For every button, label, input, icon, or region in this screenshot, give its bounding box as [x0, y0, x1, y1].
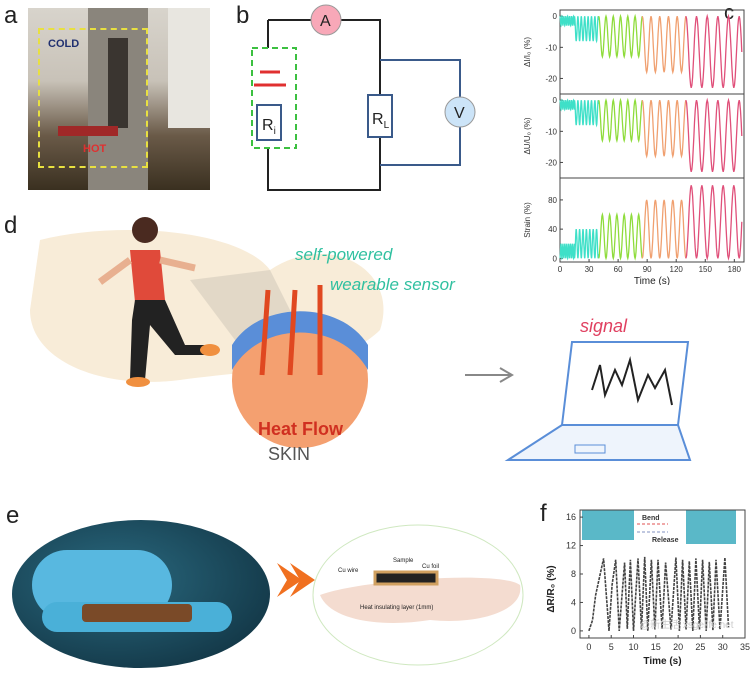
circuit-diagram: Ri RL A V	[251, 4, 476, 191]
panel-label-f: f	[540, 500, 547, 527]
cu-foil-label: Cu foil	[422, 564, 439, 570]
series-line-strain	[598, 211, 643, 261]
y-tick-label: 0	[553, 254, 558, 263]
y-tick-label: 12	[566, 541, 576, 551]
title-line1: self-powered	[295, 245, 393, 264]
series-line-strain	[641, 199, 687, 259]
heat-flow-label: Heat Flow	[258, 419, 344, 439]
voltmeter-label: V	[454, 105, 465, 122]
y-axis-label: ΔU/U₀ (%)	[523, 117, 532, 154]
y-tick-label: -10	[545, 127, 557, 136]
x-tick-label: 10	[629, 642, 639, 652]
x-tick-label: 35	[740, 642, 750, 652]
series-line-dU	[573, 100, 600, 128]
rl-label: RL	[372, 111, 390, 131]
y-tick-label: 0	[553, 12, 558, 21]
y-tick-label: 16	[566, 512, 576, 522]
series-line-dI	[641, 16, 687, 75]
signal-trace	[591, 356, 673, 406]
thermal-test-photo: COLD HOT	[28, 8, 210, 190]
laptop-signal-illustration: signal	[504, 316, 692, 461]
series-line-strain	[559, 243, 576, 261]
x-tick-label: 60	[614, 265, 623, 274]
series-line-strain	[573, 228, 600, 259]
series-line-dU	[559, 98, 576, 112]
y-tick-label: 4	[571, 597, 576, 607]
panel-label-e: e	[6, 502, 20, 529]
panel-label-c: c	[724, 2, 734, 24]
y-tick-label: 80	[548, 196, 557, 205]
x-tick-label: 180	[728, 265, 742, 274]
inset-photo-straight	[582, 510, 634, 540]
series-line-dI	[598, 13, 643, 60]
skin-label: SKIN	[268, 444, 310, 464]
sensor-schematic: Cu wire Sample Cu foil Heat insulating l…	[312, 524, 524, 666]
y-tick-label: 0	[571, 626, 576, 636]
y-tick-label: -20	[545, 74, 557, 83]
ri-label: Ri	[262, 117, 276, 137]
x-tick-label: 5	[609, 642, 614, 652]
ammeter-label: A	[320, 13, 331, 30]
release-label: Release	[652, 537, 679, 544]
voltmeter-icon	[444, 96, 476, 128]
x-tick-label: 15	[651, 642, 661, 652]
x-tick-label: 25	[695, 642, 705, 652]
x-tick-label: 0	[558, 265, 563, 274]
x-tick-label: 20	[673, 642, 683, 652]
y-tick-label: -20	[545, 158, 557, 167]
x-tick-label: 0	[586, 642, 591, 652]
y-tick-label: 8	[571, 569, 576, 579]
y-axis-label: ΔI/I₀ (%)	[523, 37, 532, 67]
watermark: @新生活 xsgelife.net	[640, 620, 734, 631]
wearable-sensor-illustration: Heat Flow SKIN self-powered wearable sen…	[30, 217, 514, 464]
x-tick-label: 150	[699, 265, 713, 274]
ammeter-icon	[310, 4, 342, 36]
x-axis-label: Time (s)	[634, 276, 670, 285]
series-line-dI	[559, 14, 576, 28]
series-line-dU	[641, 100, 687, 159]
finger-sensor-photo	[12, 520, 270, 668]
panel-label-b: b	[236, 2, 250, 29]
insulating-layer-label: Heat insulating layer (1mm)	[360, 605, 433, 611]
series-line-dU	[598, 97, 643, 144]
x-tick-label: 30	[718, 642, 728, 652]
series-line-strain	[685, 185, 743, 261]
cold-label: COLD	[48, 38, 80, 50]
series-line-dU	[685, 97, 743, 172]
resistance-series	[588, 556, 730, 632]
series-line-dI	[573, 16, 600, 44]
x-tick-label: 120	[670, 265, 684, 274]
arrow-right-icon	[277, 563, 315, 597]
y-axis-label: Strain (%)	[523, 202, 532, 238]
y-tick-label: 0	[553, 96, 558, 105]
x-tick-label: 90	[643, 265, 652, 274]
cu-wire-label: Cu wire	[338, 568, 359, 574]
runner-head	[132, 217, 158, 243]
y-tick-label: -10	[545, 43, 557, 52]
title-line2: wearable sensor	[330, 275, 456, 294]
x-tick-label: 30	[585, 265, 594, 274]
subplot-frame	[559, 177, 745, 263]
x-axis-label: Time (s)	[643, 656, 681, 667]
y-axis-label: ΔR/R₀ (%)	[546, 565, 557, 612]
arrow-icon	[465, 367, 514, 383]
hot-label: HOT	[83, 143, 107, 155]
signal-label: signal	[580, 316, 628, 336]
bend-label: Bend	[642, 515, 660, 522]
sample-label: Sample	[393, 558, 414, 564]
y-tick-label: 40	[548, 225, 557, 234]
panel-label-a: a	[4, 2, 18, 29]
inset-photo-bent	[686, 510, 736, 544]
series-line-dI	[685, 13, 743, 88]
panel-label-d: d	[4, 212, 18, 239]
